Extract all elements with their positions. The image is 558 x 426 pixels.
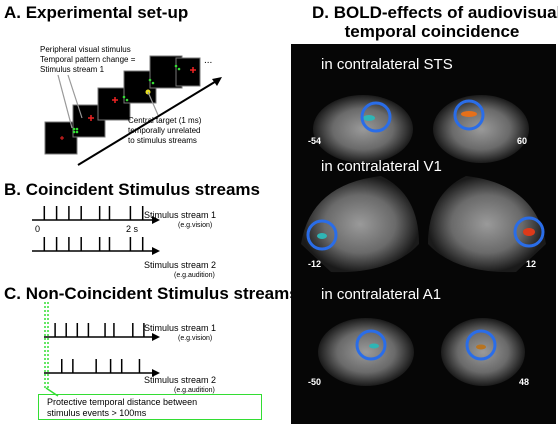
brain-a1-left (318, 318, 414, 386)
peripheral-line-2: Temporal pattern change = (40, 55, 136, 64)
panel-b-streams (32, 206, 160, 255)
v1-right-coord: 12 (526, 259, 537, 269)
brain-a1-right (441, 318, 525, 386)
panel-d-title-line-2: temporal coincidence (344, 22, 520, 41)
c-stream1-note: (e.g.vision) (178, 335, 213, 342)
panel-a-title: A. Experimental set-up (4, 3, 189, 22)
protective-distance-box: Protective temporal distance between sti… (38, 394, 262, 420)
v1-left-coord: -12 (308, 259, 322, 269)
v1-left-circle (306, 219, 338, 251)
panel-c-streams (44, 302, 160, 397)
c-stream2-note: (e.g.audition) (174, 387, 215, 394)
a1-right-circle (465, 329, 497, 361)
c-stream1-label: Stimulus stream 1 (144, 323, 217, 333)
a1-left-circle (355, 329, 387, 361)
central-line-2: temporally unrelated (128, 126, 201, 135)
central-line-1: Central target (1 ms) (128, 116, 202, 125)
time-axis-line (77, 79, 219, 166)
sts-left-circle (360, 101, 392, 133)
screen-stack (44, 55, 201, 155)
brain-v1-left (301, 176, 419, 273)
peripheral-line-1: Peripheral visual stimulus (40, 45, 131, 54)
row-label-v1: in contralateral V1 (321, 158, 442, 175)
ellipsis: ... (204, 55, 213, 66)
b-stream1-label: Stimulus stream 1 (144, 210, 217, 220)
sts-left-coord: -54 (308, 136, 322, 146)
a1-right-coord: 48 (519, 377, 530, 387)
brain-v1-right (428, 176, 546, 273)
c-stream2-label: Stimulus stream 2 (144, 375, 217, 385)
panel-c-title: C. Non-Coincident Stimulus streams (4, 284, 299, 303)
screen-6 (175, 57, 201, 87)
central-target-caption: Central target (1 ms) temporally unrelat… (128, 116, 201, 146)
b-stream1-note: (e.g.vision) (178, 222, 213, 229)
box-line-1: Protective temporal distance between (47, 397, 198, 407)
row-label-sts: in contralateral STS (321, 56, 453, 73)
time-axis-arrowhead (212, 77, 222, 86)
panel-b-title: B. Coincident Stimulus streams (4, 180, 260, 199)
brain-slices (301, 95, 546, 386)
panel-d-title-line-1: D. BOLD-effects of audiovisual (312, 3, 558, 22)
central-line-3: to stimulus streams (128, 136, 197, 145)
row-label-a1: in contralateral A1 (321, 286, 442, 303)
v1-right-circle (513, 216, 545, 248)
peripheral-stimulus-caption: Peripheral visual stimulus Temporal patt… (40, 45, 135, 75)
brain-sts-right (433, 95, 529, 163)
panel-d-title: D. BOLD-effects of audiovisual temporal … (312, 3, 558, 41)
sts-right-circle (453, 99, 485, 131)
brain-images-panel: in contralateral STS -54 60 in contralat… (291, 44, 556, 424)
peripheral-line-3: Stimulus stream 1 (40, 65, 105, 74)
box-line-2: stimulus events > 100ms (47, 408, 147, 418)
brain-sts-left (313, 95, 413, 163)
panel-a-diagram (44, 55, 222, 166)
b-time-zero: 0 (35, 224, 41, 234)
b-stream2-label: Stimulus stream 2 (144, 260, 217, 270)
b-stream2-note: (e.g.audition) (174, 272, 215, 279)
sts-right-coord: 60 (517, 136, 528, 146)
b-time-end: 2 s (126, 224, 139, 234)
a1-left-coord: -50 (308, 377, 322, 387)
